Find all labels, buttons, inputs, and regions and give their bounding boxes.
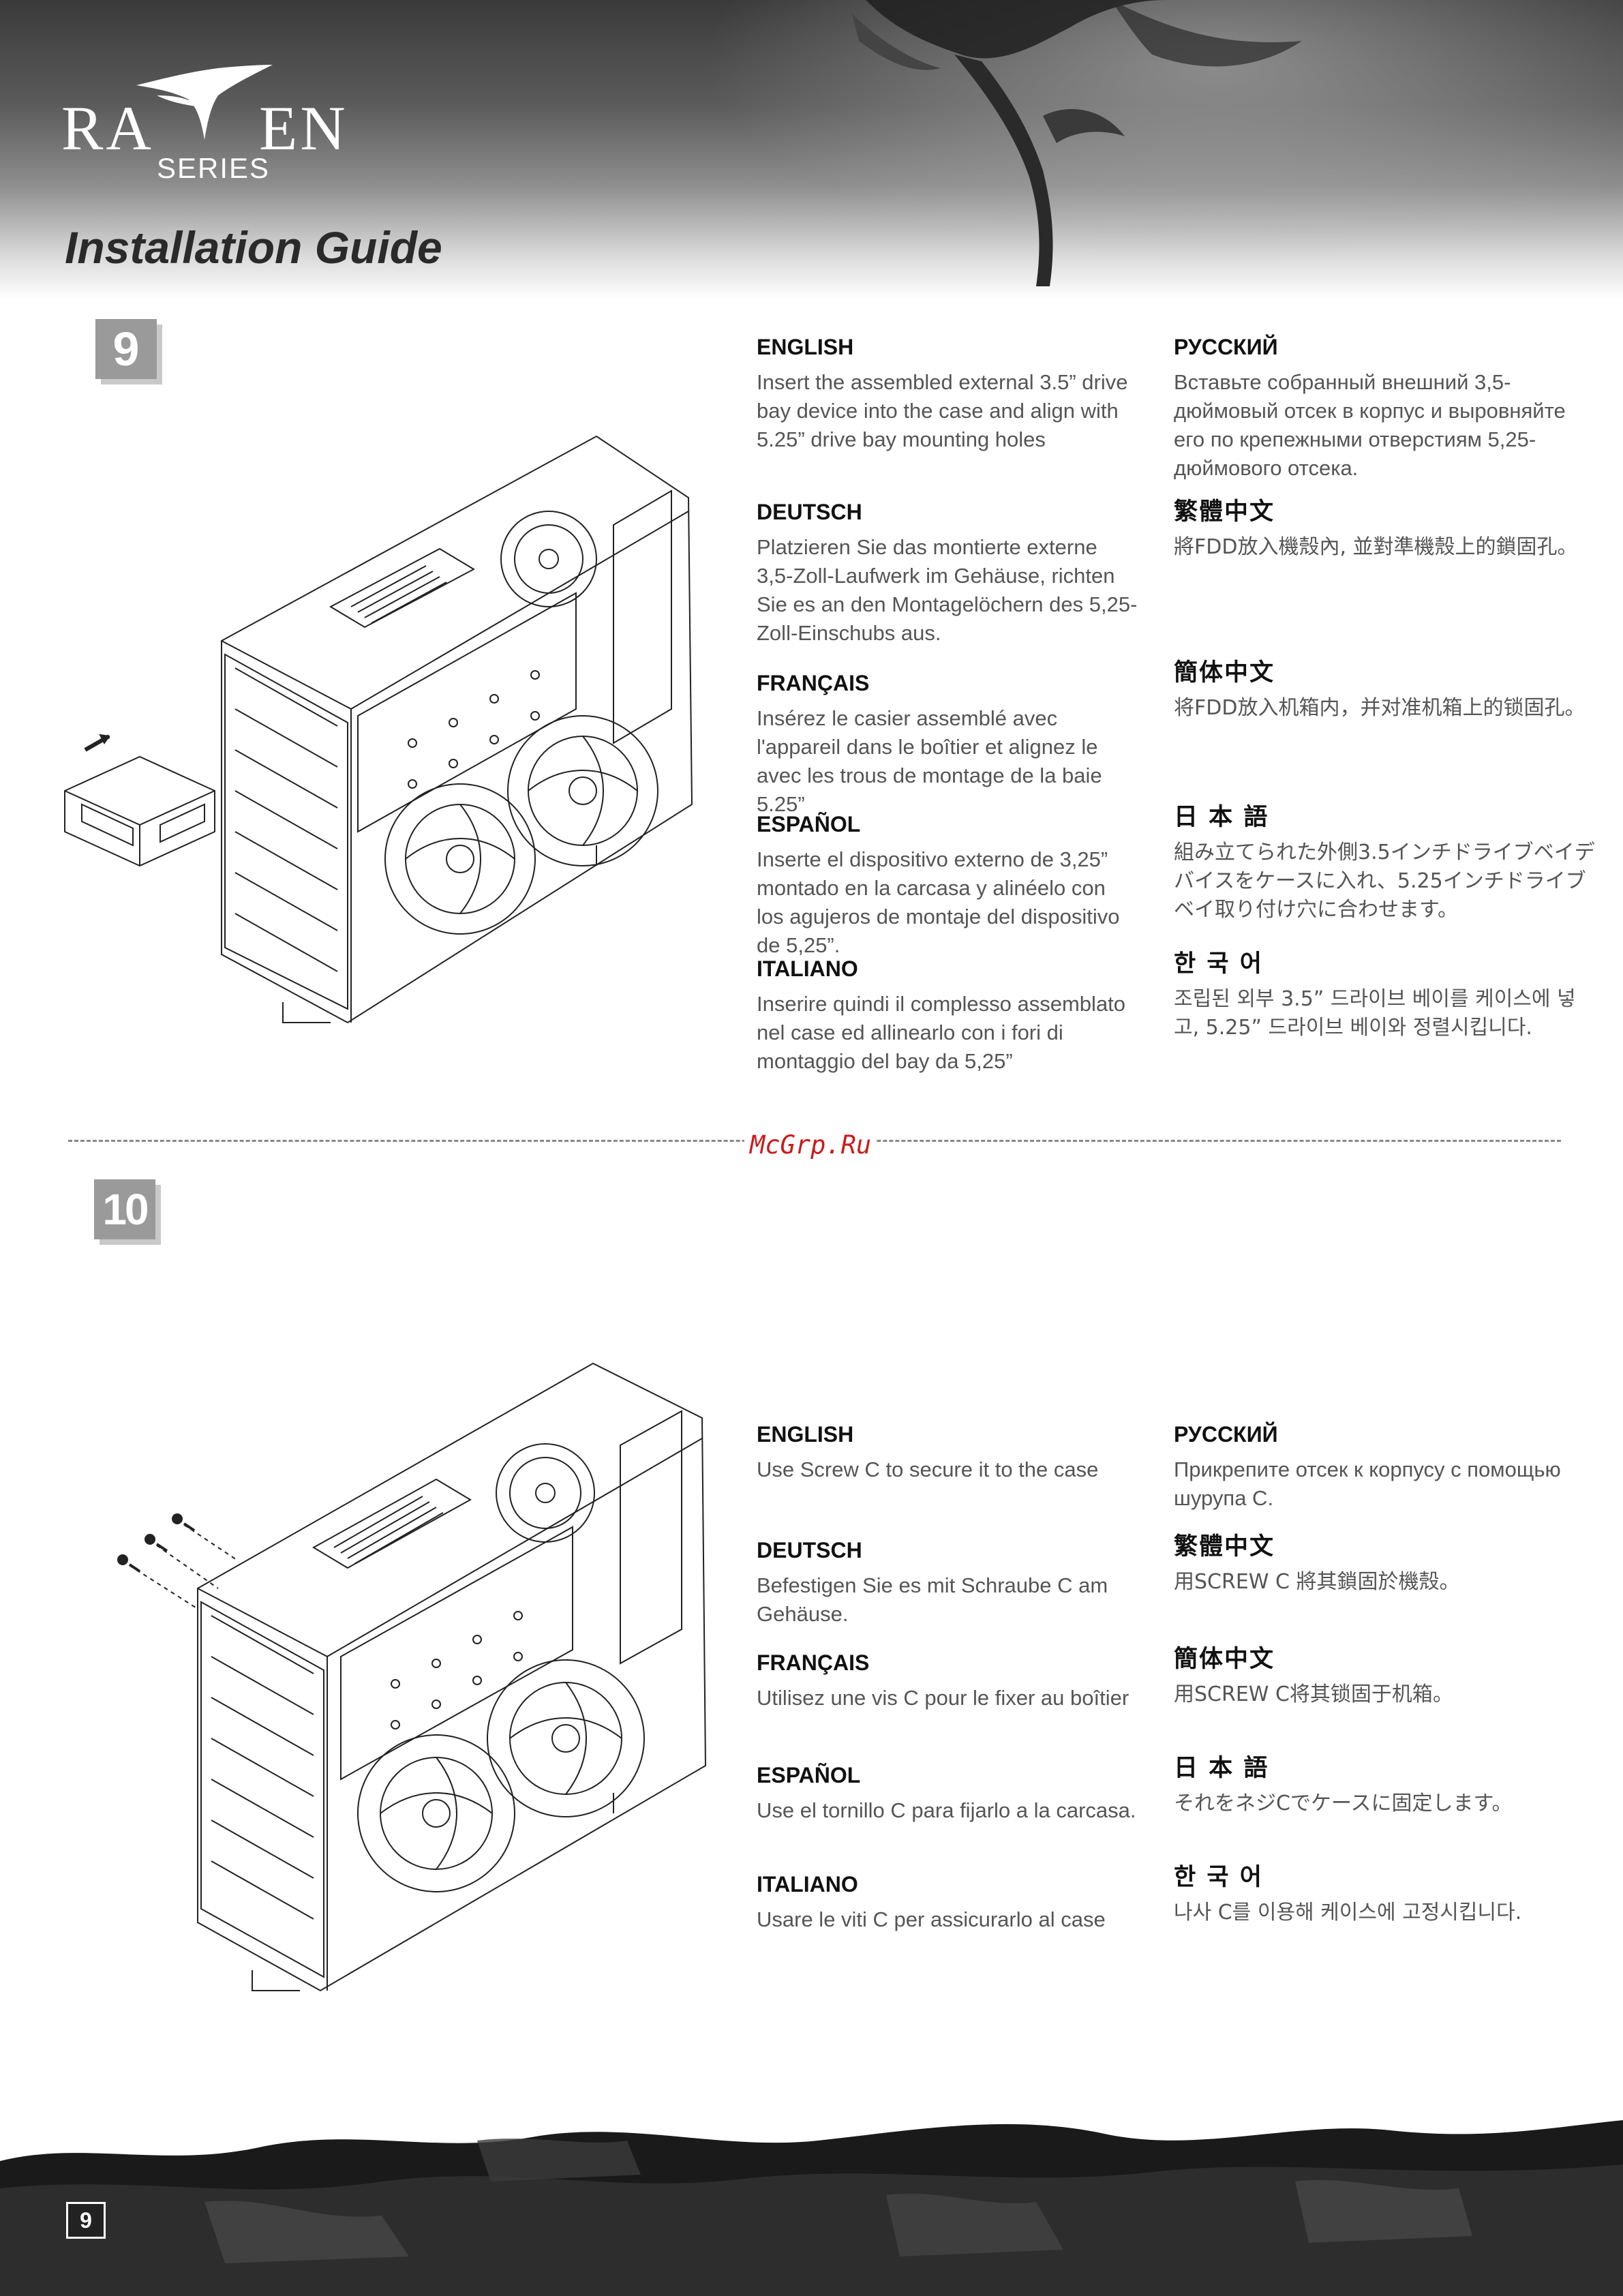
lang-heading: DEUTSCH — [757, 1538, 862, 1562]
instruction-text: Use Screw C to secure it to the case — [757, 1457, 1099, 1481]
header-sky — [613, 0, 1623, 300]
step-10-badge: 10 — [94, 1179, 155, 1239]
instruction-text: Befestigen Sie es mit Schraube C am Gehä… — [757, 1573, 1108, 1626]
step-9-italiano: ITALIANO Inserire quindi il complesso as… — [757, 956, 1138, 1076]
step-9-korean: 한 국 어 조립된 외부 3.5” 드라이브 베이를 케이스에 넣고, 5.25… — [1174, 951, 1596, 1042]
raven-series-logo: RA EN SERIES — [61, 65, 375, 187]
instruction-text: Use el tornillo C para fijarlo a la carc… — [757, 1798, 1136, 1822]
instruction-text: Insérez le casier assemblé avec l'appare… — [757, 706, 1102, 816]
instruction-text: Usare le viti C per assicurarlo al case — [757, 1907, 1106, 1931]
step-9-simp-chinese: 簡体中文 将FDD放入机箱内，并对准机箱上的锁固孔。 — [1174, 660, 1596, 723]
page-header: RA EN SERIES Installation Guide — [0, 0, 1623, 300]
step-9-russian: РУССКИЙ Вставьте собранный внешний 3,5-д… — [1174, 334, 1583, 483]
logo-series: SERIES — [157, 152, 271, 184]
lang-heading: ITALIANO — [757, 956, 858, 981]
step-9-espanol: ESPAÑOL Inserte el dispositivo externo d… — [757, 811, 1138, 960]
page-number: 9 — [66, 2202, 106, 2239]
step-10-russian: РУССКИЙ Прикрепите отсек к корпусу с пом… — [1174, 1421, 1583, 1513]
instruction-text: 將FDD放入機殼內, 並對準機殼上的鎖固孔。 — [1174, 535, 1578, 559]
instruction-text: Insert the assembled external 3.5” drive… — [757, 370, 1128, 451]
lang-heading: 繁體中文 — [1174, 498, 1275, 526]
step-10-text-right: РУССКИЙ Прикрепите отсек к корпусу с пом… — [1174, 1421, 1596, 1939]
instruction-text: Inserire quindi il complesso assemblato … — [757, 992, 1126, 1073]
lang-heading: 簡体中文 — [1174, 1646, 1275, 1673]
step-9-english: ENGLISH Insert the assembled external 3.… — [757, 334, 1138, 454]
lang-heading: FRANÇAIS — [757, 1650, 870, 1675]
instruction-text: Utilisez une vis C pour le fixer au boît… — [757, 1686, 1129, 1710]
instruction-text: Вставьте собранный внешний 3,5-дюймовый … — [1174, 370, 1566, 480]
step-10-espanol: ESPAÑOL Use el tornillo C para fijarlo a… — [757, 1762, 1138, 1825]
lang-heading: FRANÇAIS — [757, 671, 870, 695]
lang-heading: 簡体中文 — [1174, 659, 1275, 686]
step-10-korean: 한 국 어 나사 C를 이용해 케이스에 고정시킵니다. — [1174, 1864, 1596, 1927]
instruction-text: 조립된 외부 3.5” 드라이브 베이를 케이스에 넣고, 5.25” 드라이브… — [1174, 987, 1576, 1040]
step-10-deutsch: DEUTSCH Befestigen Sie es mit Schraube C… — [757, 1537, 1138, 1629]
instruction-text: Inserte el dispositivo externo de 3,25” … — [757, 847, 1120, 957]
step-10-simp-chinese: 簡体中文 用SCREW C将其锁固于机箱。 — [1174, 1646, 1596, 1709]
lang-heading: ESPAÑOL — [757, 812, 861, 836]
step-9-trad-chinese: 繁體中文 將FDD放入機殼內, 並對準機殼上的鎖固孔。 — [1174, 499, 1596, 562]
page-title: Installation Guide — [65, 222, 442, 273]
step-9-francais: FRANÇAIS Insérez le casier assemblé avec… — [757, 670, 1138, 819]
lang-heading: ENGLISH — [757, 1422, 854, 1447]
lang-heading: ESPAÑOL — [757, 1763, 861, 1787]
lang-heading: 日 本 語 — [1174, 1755, 1269, 1782]
lang-heading: ITALIANO — [757, 1872, 858, 1897]
instruction-text: それをネジCでケースに固定します。 — [1174, 1792, 1513, 1815]
step-9-deutsch: DEUTSCH Platzieren Sie das montierte ext… — [757, 499, 1138, 648]
step-10-trad-chinese: 繁體中文 用SCREW C 將其鎖固於機殼。 — [1174, 1534, 1596, 1597]
lang-heading: 繁體中文 — [1174, 1533, 1275, 1560]
instruction-text: 나사 C를 이용해 케이스에 고정시킵니다. — [1174, 1901, 1522, 1924]
step-10-francais: FRANÇAIS Utilisez une vis C pour le fixe… — [757, 1650, 1138, 1712]
logo-text-left: RA — [61, 93, 154, 163]
lang-heading: РУССКИЙ — [1174, 1422, 1278, 1447]
raven-wing-icon — [136, 65, 273, 140]
instruction-text: 将FDD放入机箱内，并对准机箱上的锁固孔。 — [1174, 696, 1586, 720]
raven-illustration — [852, 0, 1302, 286]
instruction-text: Прикрепите отсек к корпусу с помощью шур… — [1174, 1457, 1561, 1510]
watermark: McGrp.Ru — [744, 1130, 877, 1160]
logo-text-right: EN — [259, 93, 348, 163]
lang-heading: 한 국 어 — [1174, 1864, 1263, 1891]
lang-heading: DEUTSCH — [757, 500, 862, 524]
step-9-illustration — [58, 423, 712, 1029]
instruction-text: Platzieren Sie das montierte externe 3,5… — [757, 535, 1138, 645]
step-9-text-right: РУССКИЙ Вставьте собранный внешний 3,5-д… — [1174, 334, 1596, 1084]
step-10-english: ENGLISH Use Screw C to secure it to the … — [757, 1421, 1138, 1484]
instruction-text: 用SCREW C 將其鎖固於機殼。 — [1174, 1570, 1460, 1594]
lang-heading: ENGLISH — [757, 335, 854, 359]
step-10-japanese: 日 本 語 それをネジCでケースに固定します。 — [1174, 1755, 1596, 1818]
step-10-text-left: ENGLISH Use Screw C to secure it to the … — [757, 1421, 1166, 1939]
step-9-text-left: ENGLISH Insert the assembled external 3.… — [757, 334, 1166, 1084]
step-9-badge: 9 — [95, 319, 157, 379]
instruction-text: 組み立てられた外側3.5インチドライブベイデバイスをケースに入れ、5.25インチ… — [1174, 841, 1595, 922]
step-10-illustration — [116, 1357, 716, 1994]
lang-heading: 日 本 語 — [1174, 804, 1269, 831]
step-10-italiano: ITALIANO Usare le viti C per assicurarlo… — [757, 1871, 1138, 1934]
lang-heading: РУССКИЙ — [1174, 335, 1278, 359]
step-9-japanese: 日 本 語 組み立てられた外側3.5インチドライブベイデバイスをケースに入れ、5… — [1174, 804, 1596, 924]
instruction-text: 用SCREW C将其锁固于机箱。 — [1174, 1682, 1453, 1706]
rock-footer-illustration — [0, 2120, 1623, 2296]
lang-heading: 한 국 어 — [1174, 950, 1263, 978]
